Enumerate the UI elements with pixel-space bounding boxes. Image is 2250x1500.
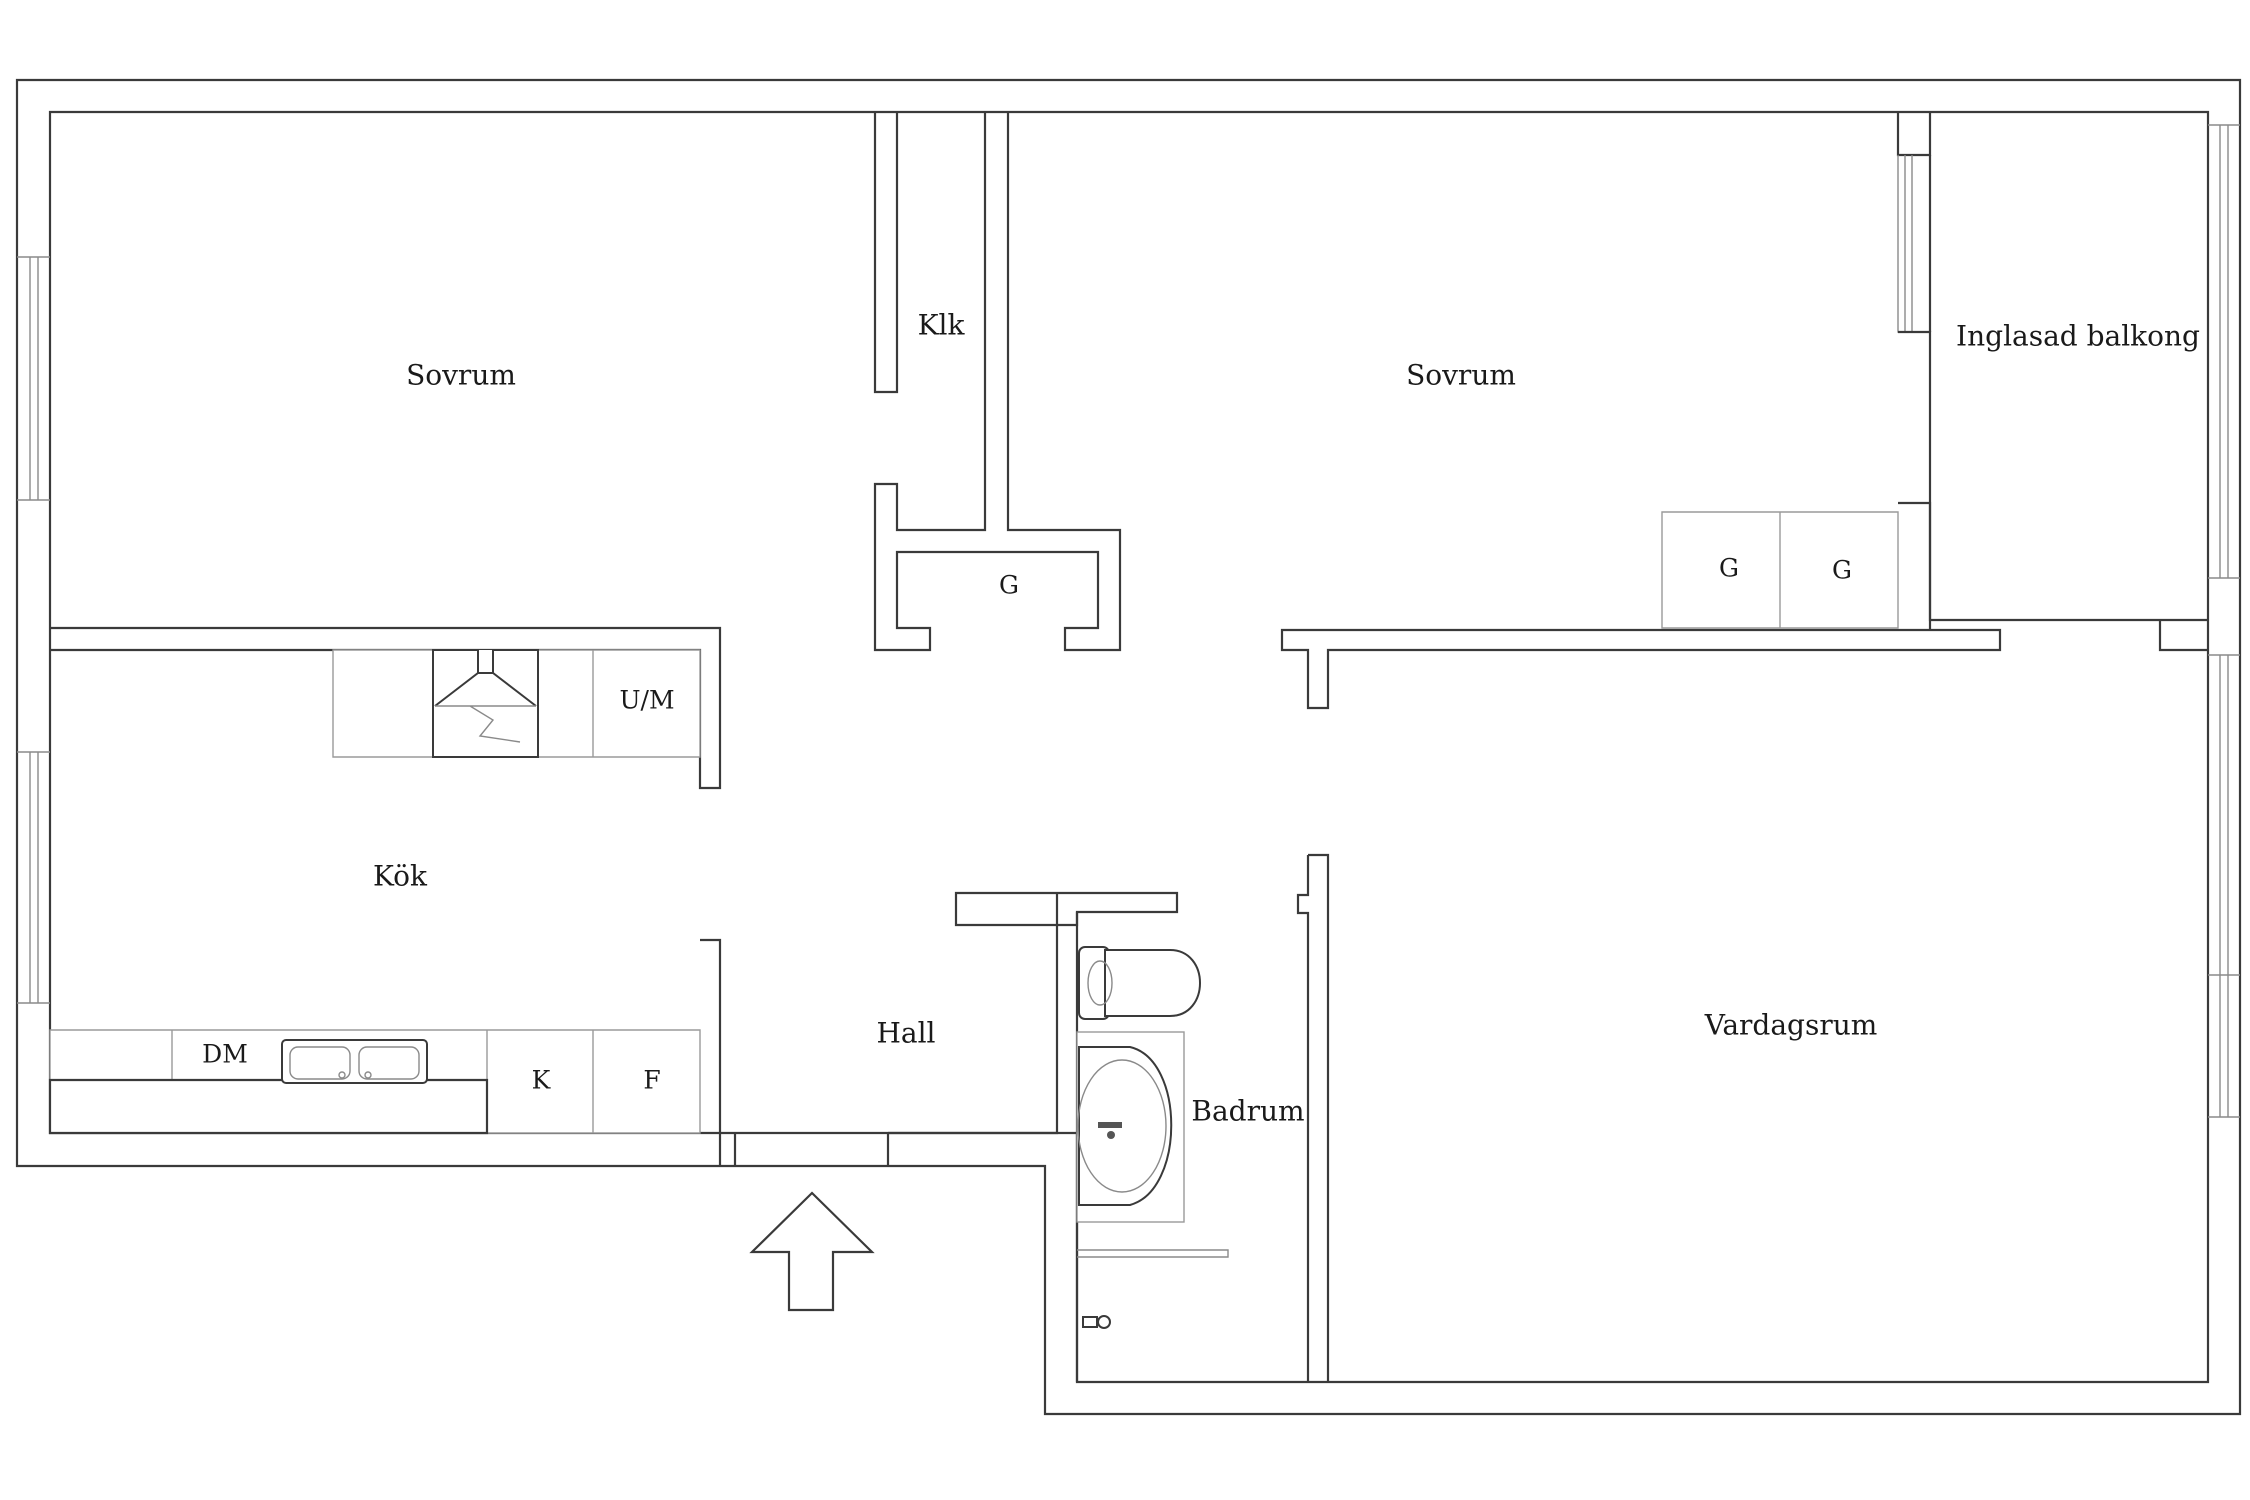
entrance-arrow-icon bbox=[749, 1191, 875, 1312]
label-fridge: K bbox=[532, 1066, 552, 1095]
room-label-glazed-balcony: Inglasad balkong bbox=[1956, 320, 2200, 353]
left-windows bbox=[17, 256, 50, 1004]
interior-walls-left bbox=[50, 112, 1179, 1166]
label-freezer: F bbox=[643, 1066, 660, 1095]
label-wardrobe-hall: G bbox=[999, 571, 1019, 600]
label-dishwasher: DM bbox=[202, 1040, 248, 1069]
label-washer-dryer: U/M bbox=[619, 686, 674, 715]
room-label-bathroom: Badrum bbox=[1191, 1095, 1304, 1128]
kitchen-sink-icon bbox=[281, 1039, 428, 1084]
room-label-living-room: Vardagsrum bbox=[1704, 1009, 1878, 1042]
washbasin-icon bbox=[1076, 1031, 1185, 1223]
room-label-hall: Hall bbox=[876, 1017, 935, 1050]
interior-walls-right bbox=[1280, 112, 2208, 1382]
room-label-closet: Klk bbox=[918, 309, 966, 342]
label-wardrobe-2: G bbox=[1832, 556, 1852, 585]
room-label-bedroom-right: Sovrum bbox=[1406, 359, 1516, 392]
toilet-icon bbox=[1078, 946, 1201, 1020]
label-wardrobe-1: G bbox=[1719, 554, 1739, 583]
right-windows bbox=[2208, 124, 2240, 1118]
shower-icon bbox=[1082, 1315, 1111, 1329]
room-label-bedroom-left: Sovrum bbox=[406, 359, 516, 392]
wardrobes bbox=[1661, 511, 1899, 629]
room-label-kitchen: Kök bbox=[373, 860, 428, 893]
range-hood-icon bbox=[432, 649, 539, 758]
